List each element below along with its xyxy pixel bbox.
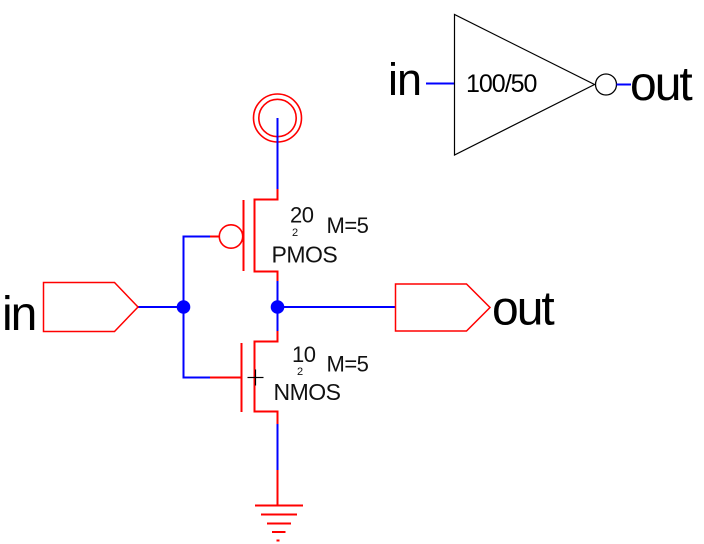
nmos-transistor[interactable]: [209, 330, 279, 425]
pmos-device-label: PMOS: [272, 242, 338, 268]
input-pin-label: in: [2, 288, 35, 341]
inverter-icon: in 100/50 out: [388, 13, 694, 156]
ground-symbol[interactable]: [255, 470, 303, 542]
output-junction-dot: [270, 300, 285, 314]
inverter-bubble-icon[interactable]: [594, 73, 618, 96]
pmos-gate-bubble[interactable]: [218, 224, 244, 250]
inverter-triangle[interactable]: [453, 13, 596, 156]
input-pin[interactable]: [42, 281, 140, 333]
output-pin[interactable]: [394, 283, 492, 332]
nmos-length-label: 2: [297, 366, 303, 378]
pmos-length-label: 2: [292, 227, 298, 239]
nmos-device-label: NMOS: [274, 379, 341, 405]
icon-input-label: in: [388, 54, 421, 105]
output-pin-label: out: [492, 283, 554, 336]
pmos-transistor[interactable]: [209, 189, 279, 282]
icon-wl-label: 100/50: [466, 70, 537, 98]
pmos-mult-label: M=5: [327, 213, 369, 238]
nmos-mult-label: M=5: [327, 352, 369, 377]
nmos-width-label: 10: [292, 342, 316, 367]
pmos-width-label: 20: [290, 203, 314, 228]
input-junction-dot: [176, 300, 191, 314]
icon-output-label: out: [630, 58, 692, 111]
